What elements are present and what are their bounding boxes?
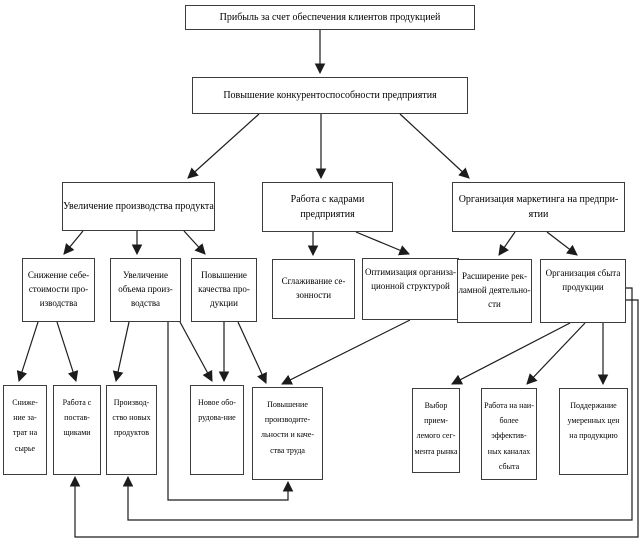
edge-sales-org-to-channels [526,322,586,385]
node-productivity: Повышение производите- льности и каче- с… [252,387,323,480]
node-quality-improve: Повышение качества про- дукции [191,258,257,322]
edge-cost-reduction-to-suppliers [56,321,79,383]
node-competitiveness: Повышение конкурентоспособности предприя… [192,77,468,114]
node-new-equipment: Новое обо- рудова-ние [190,385,244,475]
node-segment: Выбор прием- лемого сег- мента рынка [412,388,460,473]
edge-volume-increase-to-new-products [112,321,130,383]
edge-cost-reduction-to-raw-costs [16,321,39,383]
node-volume-increase: Увеличение объема произ- водства [110,258,181,322]
edge-sales-org-to-new-products-feedback [122,287,633,521]
node-prices: Поддержание умеренных цен на продукцию [559,388,628,475]
node-suppliers: Работа с постав- щиками [53,385,101,475]
edge-production-increase-to-cost-reduction [63,230,84,255]
node-new-products: Производ- ство новых продуктов [106,385,157,475]
node-production-increase: Увеличение производства продукта [62,182,215,231]
edge-marketing-org-to-sales-org [546,231,578,256]
edge-marketing-org-to-advertising [498,231,516,256]
node-profit: Прибыль за счет обеспечения клиентов про… [185,5,475,30]
node-raw-costs: Сниже- ние за- трат на сырье [3,385,47,475]
node-channels: Работа на наи- более эффектив- ных канал… [481,388,537,480]
node-hr-work: Работа с кадрами предприятия [262,182,393,232]
edge-quality-improve-to-productivity [237,321,267,384]
edge-sales-org-to-suppliers-feedback [69,299,639,538]
edge-sales-org-to-segment [451,322,571,385]
edge-volume-increase-to-productivity-feedback [167,322,294,501]
node-advertising: Расширение рек- ламной деятельно- сти [457,259,532,323]
node-org-structure: Оптимизация организа- ционной структурой [362,258,459,320]
node-marketing-org: Организация маркетинга на предпри- ятии [452,182,625,232]
edge-org-structure-to-productivity [281,319,411,385]
edge-volume-increase-to-new-equipment [179,321,213,382]
node-sales-org: Организация сбыта продукции [540,259,626,323]
edge-competitiveness-to-marketing-org [399,113,470,179]
edge-production-increase-to-quality-improve [183,230,206,255]
edge-competitiveness-to-production-increase [187,113,260,179]
node-seasonality: Сглаживание се- зонности [272,259,355,319]
edge-hr-work-to-org-structure [355,231,410,256]
node-cost-reduction: Снижение себе- стоимости про- изводства [22,258,95,322]
